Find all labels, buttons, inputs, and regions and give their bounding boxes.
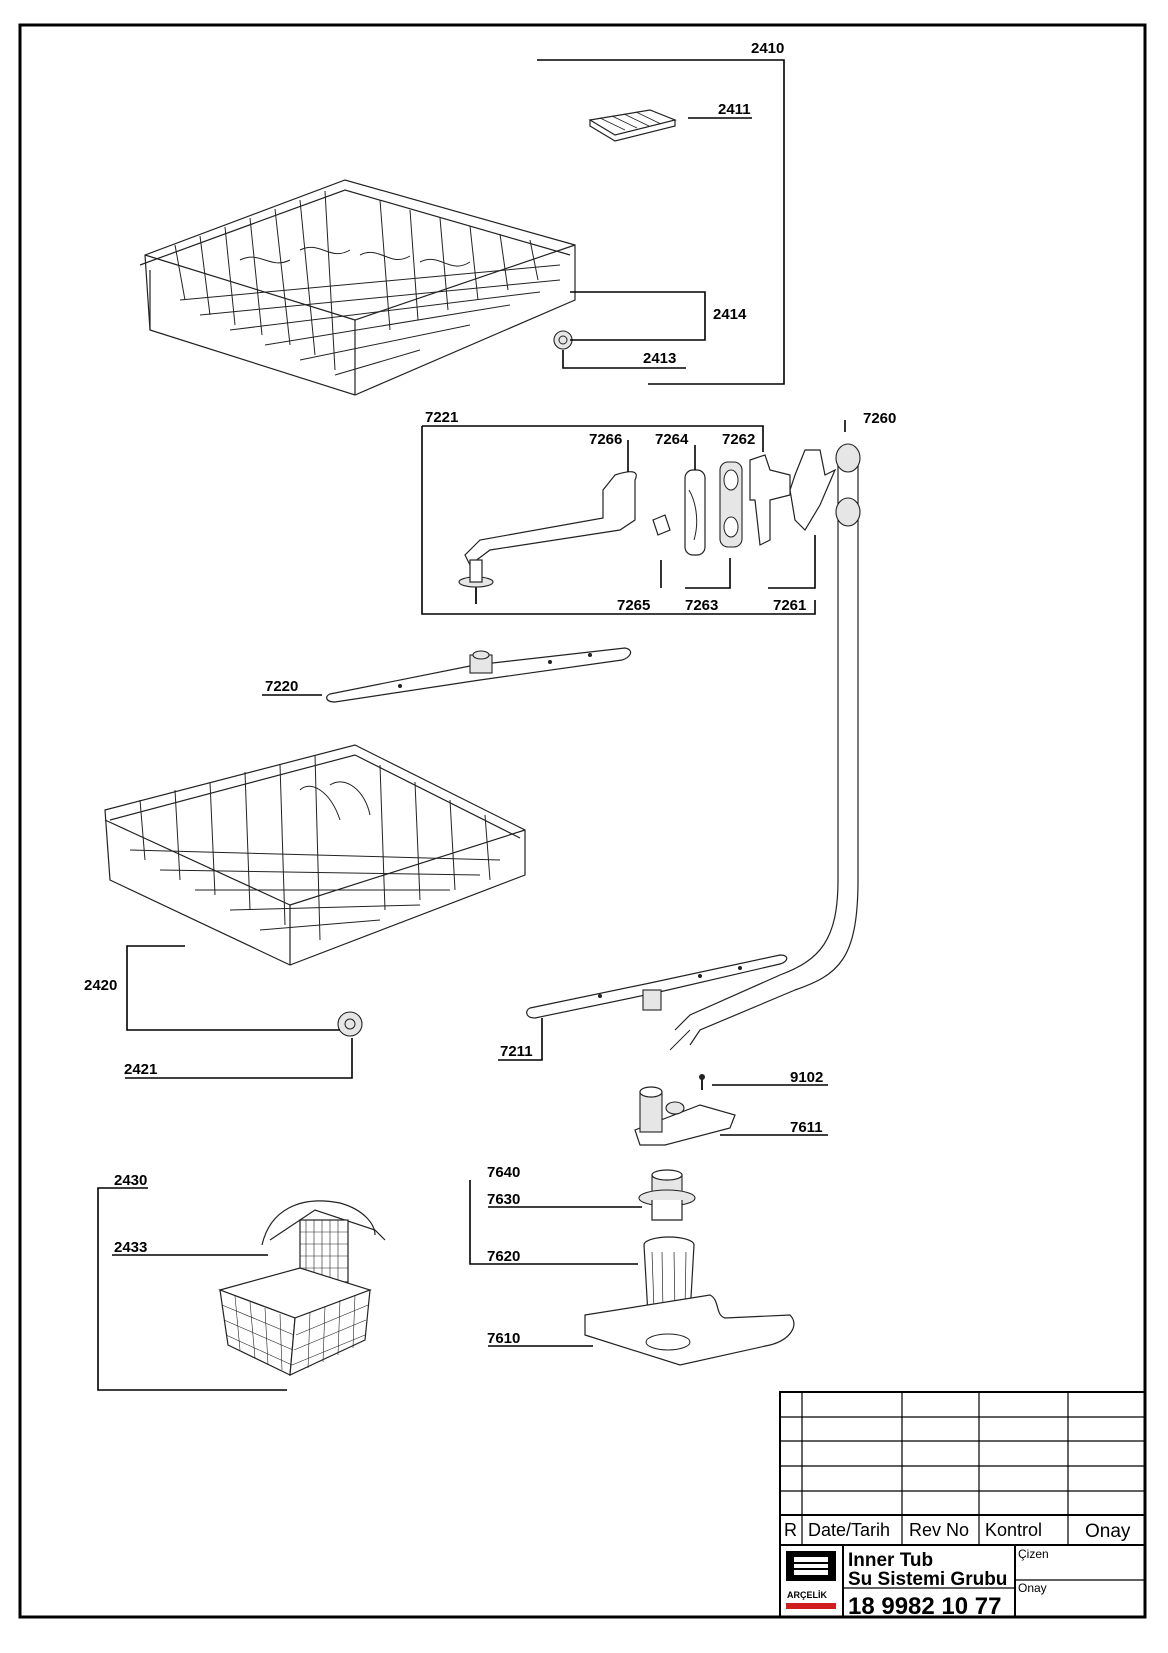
part-label-2414: 2414 xyxy=(713,306,747,323)
leaders-7221 xyxy=(627,420,846,589)
upper-basket-drawing xyxy=(139,109,677,396)
part-label-7261: 7261 xyxy=(773,597,806,614)
part-label-2413: 2413 xyxy=(643,350,676,367)
arcelik-logo: ARÇELİK xyxy=(786,1551,836,1609)
part-label-7611: 7611 xyxy=(790,1119,823,1136)
part-label-2420: 2420 xyxy=(84,977,117,994)
logo-text: ARÇELİK xyxy=(787,1590,827,1600)
title-block xyxy=(779,1391,1146,1618)
sump-manifold xyxy=(634,1074,736,1146)
title-block-col-onay: Onay xyxy=(1085,1521,1131,1542)
middle-spray-arm xyxy=(326,647,632,703)
part-label-7262: 7262 xyxy=(722,431,755,448)
title-block-col-r: R xyxy=(784,1520,797,1540)
drawing-title-line2: Su Sistemi Grubu xyxy=(848,1569,1007,1590)
part-label-2433: 2433 xyxy=(114,1239,147,1256)
leaders-2430 xyxy=(97,1187,287,1391)
lower-basket-drawing xyxy=(104,744,526,1037)
drawing-title-line1: Inner Tub xyxy=(848,1550,933,1571)
filter-parts xyxy=(584,1169,795,1366)
onay-label: Onay xyxy=(1018,1581,1047,1595)
title-block-col-kontrol: Kontrol xyxy=(985,1520,1042,1540)
cizen-label: Çizen xyxy=(1018,1547,1049,1561)
water-pipe xyxy=(669,443,861,1051)
part-label-7266: 7266 xyxy=(589,431,622,448)
upper-spray-parts xyxy=(458,449,837,604)
part-label-7265: 7265 xyxy=(617,597,650,614)
part-label-2430: 2430 xyxy=(114,1172,147,1189)
part-label-7221: 7221 xyxy=(425,409,458,426)
part-label-2410: 2410 xyxy=(751,40,784,57)
leaders-2410 xyxy=(537,59,785,385)
spray-assembly-box xyxy=(421,425,816,615)
part-label-7620: 7620 xyxy=(487,1248,520,1265)
leader-7211 xyxy=(498,1018,543,1061)
logo-brand-bar xyxy=(786,1603,836,1609)
part-label-2411: 2411 xyxy=(718,101,751,118)
leaders-2420 xyxy=(125,945,353,1079)
part-label-7264: 7264 xyxy=(655,431,689,448)
title-block-col-date: Date/Tarih xyxy=(808,1520,890,1540)
part-label-7610: 7610 xyxy=(487,1330,520,1347)
leaders-manifold xyxy=(712,1084,828,1136)
part-label-7263: 7263 xyxy=(685,597,718,614)
part-label-7260: 7260 xyxy=(863,410,896,427)
part-label-7211: 7211 xyxy=(500,1043,533,1060)
part-label-7640: 7640 xyxy=(487,1164,520,1181)
lower-spray-arm xyxy=(526,954,788,1019)
leaders-filters xyxy=(469,1180,642,1347)
title-block-col-rev: Rev No xyxy=(909,1520,969,1540)
part-label-2421: 2421 xyxy=(124,1061,157,1078)
part-label-7220: 7220 xyxy=(265,678,298,695)
cutlery-basket-drawing xyxy=(218,1200,386,1376)
part-label-9102: 9102 xyxy=(790,1069,823,1086)
drawing-number: 18 9982 10 77 xyxy=(848,1593,1001,1620)
part-label-7630: 7630 xyxy=(487,1191,520,1208)
drawing-frame xyxy=(18,23,1147,1619)
